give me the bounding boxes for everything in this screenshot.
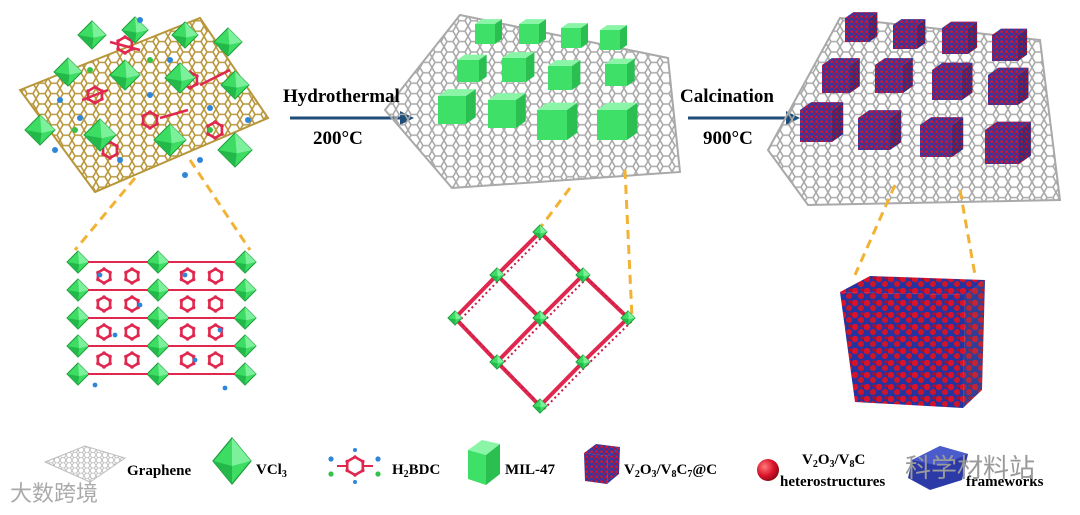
composite-cube [985,121,1031,164]
vcl3-octahedron [146,250,170,274]
legend-h2bdc-icon [328,448,381,484]
legend-composite-label: V2O3/V8C7@C [624,462,718,480]
vcl3-octahedron [575,354,591,370]
vcl3-octahedron [233,250,257,274]
composite-cube [858,110,902,150]
vcl3-octahedron [233,306,257,330]
mil47-cube [475,19,502,44]
leader-line [73,177,137,251]
vcl3-octahedron [66,362,90,386]
mil47-cube [457,54,487,82]
legend-mil47-icon [468,440,500,485]
panel1-linkers [81,35,231,160]
vcl3-octahedron [66,306,90,330]
leader-line [623,169,634,319]
vcl3-octahedron [66,250,90,274]
vcl3-octahedron [66,334,90,358]
vcl3-octahedron [233,334,257,358]
mil47-cube [502,52,535,82]
panel2-graphene-sheet [383,13,682,190]
composite-cube [920,117,964,157]
legend-mil47-label: MIL-47 [505,462,555,478]
vcl3-octahedron [532,224,548,240]
mil47-cube [438,89,476,124]
vcl3-octahedron [83,118,117,152]
panel3-composite-cubes [800,12,1031,164]
mil47-cube [600,25,627,50]
inset-composite-cube [840,276,985,408]
watermark-right: 科学材料站 [905,454,1036,484]
vcl3-octahedron [233,362,257,386]
vcl3-octahedron [213,27,243,57]
vcl3-octahedron [489,354,505,370]
composite-cube [988,67,1029,105]
legend-graphene-icon [43,445,127,483]
vcl3-octahedron [146,278,170,302]
composite-cube [845,12,878,43]
step2-method-label: Calcination [680,86,774,107]
legend-frameworks-icon [908,446,968,490]
inset-mil47-framework [447,224,636,414]
composite-cube [893,19,926,49]
vcl3-octahedron [171,21,199,49]
vcl3-octahedron [532,398,548,414]
vcl3-octahedron [121,16,149,44]
leader-line [538,187,572,229]
step1-method-label: Hydrothermal [283,86,400,107]
composite-cube [932,62,973,100]
panel1-atoms [52,17,251,178]
mil47-cube [561,23,588,48]
composite-cube [942,21,978,55]
vcl3-octahedron [53,57,83,87]
vcl3-octahedron [153,123,187,157]
vcl3-octahedron [146,306,170,330]
mil47-cube [537,102,578,140]
vcl3-octahedron [447,310,463,326]
legend-vcl3-icon [212,437,252,485]
legend [43,437,968,490]
legend-hetero-label: heterostructures [780,474,886,490]
vcl3-octahedron [217,132,253,168]
vcl3-octahedron [146,334,170,358]
legend-frameworks-label: frameworks [966,474,1044,490]
vcl3-octahedron [489,267,505,283]
leader-line [188,159,252,251]
mil47-cube [605,58,635,86]
step1-temperature-label: 200°C [313,128,363,149]
vcl3-octahedron [146,362,170,386]
vcl3-octahedron [620,310,636,326]
watermark-left: 大数跨境 [10,482,99,507]
vcl3-octahedron [233,278,257,302]
inset-mil47-lattice [66,250,257,391]
mil47-cube [488,93,526,128]
vcl3-octahedron [532,310,548,326]
legend-h2bdc-label: H2BDC [392,462,441,480]
vcl3-octahedron [575,267,591,283]
legend-vcl3-label: VCl3 [256,462,287,480]
vcl3-octahedron [164,62,196,94]
step2-temperature-label: 900°C [703,128,753,149]
panel2-mil47-cubes [438,19,638,140]
panel1-graphene-sheet [18,16,270,194]
composite-cube [992,28,1028,62]
composite-cube [800,102,844,142]
vcl3-octahedron [109,59,141,91]
legend-hetero-icon [757,459,779,481]
vcl3-octahedron [24,114,56,146]
composite-cube [822,58,860,93]
legend-hetero-formula: V2O3/V8C [802,452,866,470]
mil47-cube [519,19,546,44]
vcl3-octahedron [220,70,250,100]
composite-cube [875,58,913,93]
leader-line [853,184,897,276]
mil47-cube [548,60,581,90]
legend-composite-icon [584,444,620,484]
mil47-cube [597,102,638,140]
vcl3-octahedron [77,20,107,50]
panel1-vcl3-octahedra [24,16,253,168]
legend-graphene-label: Graphene [127,463,192,479]
vcl3-octahedron [66,278,90,302]
